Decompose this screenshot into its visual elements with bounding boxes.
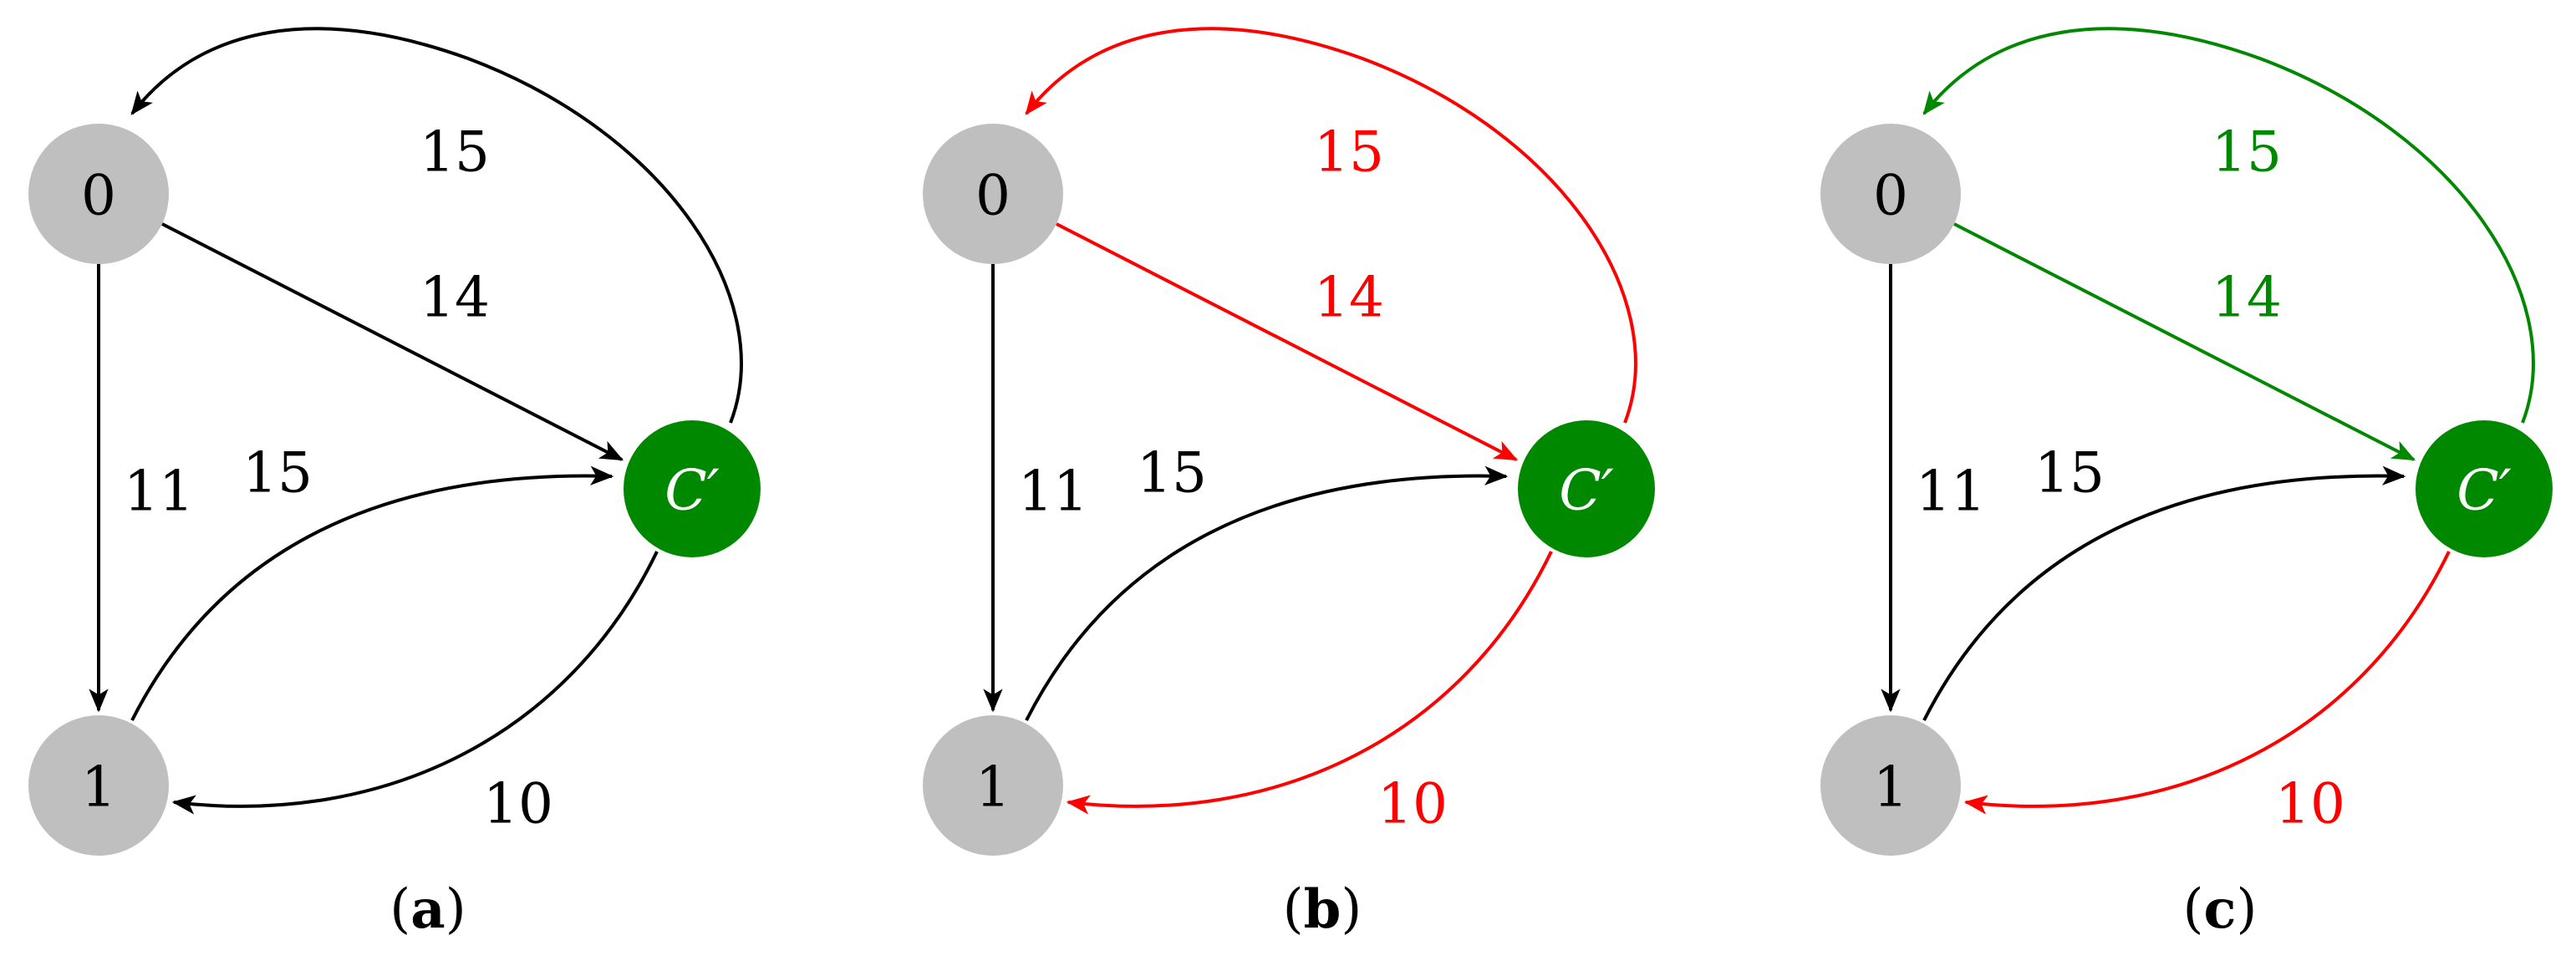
node-1-label: 1: [1873, 755, 1908, 820]
caption-letter: c: [2204, 878, 2237, 941]
node-1: 1: [1820, 715, 1961, 856]
caption-open-paren: (: [2183, 878, 2204, 940]
node-1: 1: [923, 715, 1063, 856]
node-1-circle: [28, 715, 169, 856]
node-c-prime-label: C′: [2456, 459, 2511, 523]
caption-close-paren: ): [1341, 878, 1362, 940]
edge-n0-to-c: [161, 222, 624, 461]
edge-n0-to-c: [1056, 222, 1519, 461]
edge-label-c-to-1: 10: [1377, 772, 1448, 836]
edge-label-n0-to-c: 14: [1314, 266, 1384, 330]
edge-label-n0-to-c: 14: [420, 266, 490, 330]
node-0-label: 0: [1873, 164, 1908, 228]
caption-open-paren: (: [389, 878, 410, 940]
edge-label-c-to-0: 15: [420, 120, 490, 185]
edge-c-to-1: [1066, 551, 1553, 815]
edge-label-n1-to-c: 15: [2034, 441, 2105, 506]
caption-letter: a: [410, 878, 445, 941]
node-0: 0: [1820, 124, 1961, 264]
node-0-label: 0: [81, 164, 116, 228]
edge-label-c-to-1: 10: [2275, 772, 2345, 836]
node-0-circle: [28, 124, 169, 264]
node-0-circle: [923, 124, 1063, 264]
caption-close-paren: ): [445, 878, 466, 940]
edge-n0-to-c: [1953, 222, 2416, 461]
node-c-prime-circle: [624, 420, 761, 557]
edge-label-n0-to-1: 11: [124, 460, 194, 524]
node-c-prime-circle: [1518, 420, 1655, 557]
node-c-prime: C′: [624, 420, 761, 557]
node-c-prime: C′: [2416, 420, 2553, 557]
edge-label-n0-to-c: 14: [2212, 266, 2282, 330]
edge-label-n1-to-c: 15: [1137, 441, 1207, 506]
caption-open-paren: (: [1283, 878, 1304, 940]
panel-caption: (c): [2183, 878, 2258, 941]
node-1: 1: [28, 715, 169, 856]
node-1-label: 1: [975, 755, 1011, 820]
node-0-circle: [1820, 124, 1961, 264]
caption-letter: b: [1304, 878, 1341, 941]
node-c-prime-label: C′: [1559, 459, 1613, 523]
node-0: 0: [923, 124, 1063, 264]
edge-c-to-0: [1025, 27, 1637, 424]
node-1-circle: [923, 715, 1063, 856]
node-0: 0: [28, 124, 169, 264]
panel-caption: (a): [389, 878, 466, 941]
edge-n1-to-c: [1025, 465, 1509, 721]
edge-c-to-1: [1963, 551, 2451, 815]
edge-label-c-to-0: 15: [2212, 120, 2282, 185]
edge-n1-to-c: [130, 465, 614, 721]
edge-label-c-to-1: 10: [483, 772, 553, 836]
edge-c-to-1: [171, 551, 659, 815]
node-c-prime: C′: [1518, 420, 1655, 557]
node-0-label: 0: [975, 164, 1011, 228]
edge-label-n1-to-c: 15: [242, 441, 313, 506]
node-1-circle: [1820, 715, 1961, 856]
edge-c-to-0: [130, 27, 743, 424]
edge-c-to-0: [1922, 27, 2535, 424]
edge-label-n0-to-1: 11: [1916, 460, 1986, 524]
caption-close-paren: ): [2236, 878, 2257, 940]
node-c-prime-circle: [2416, 420, 2553, 557]
panel-a: 15 14 11 15 10 0 1 C′ (a): [28, 27, 761, 941]
edge-label-c-to-0: 15: [1314, 120, 1384, 185]
panel-b: 15 14 11 15 10 0 1 C′ (b): [923, 27, 1655, 941]
panel-caption: (b): [1283, 878, 1362, 941]
node-c-prime-label: C′: [664, 459, 719, 523]
edge-n1-to-c: [1922, 465, 2406, 721]
node-1-label: 1: [81, 755, 116, 820]
edge-label-n0-to-1: 11: [1018, 460, 1088, 524]
panel-c: 15 14 11 15 10 0 1 C′ (c): [1820, 27, 2553, 941]
